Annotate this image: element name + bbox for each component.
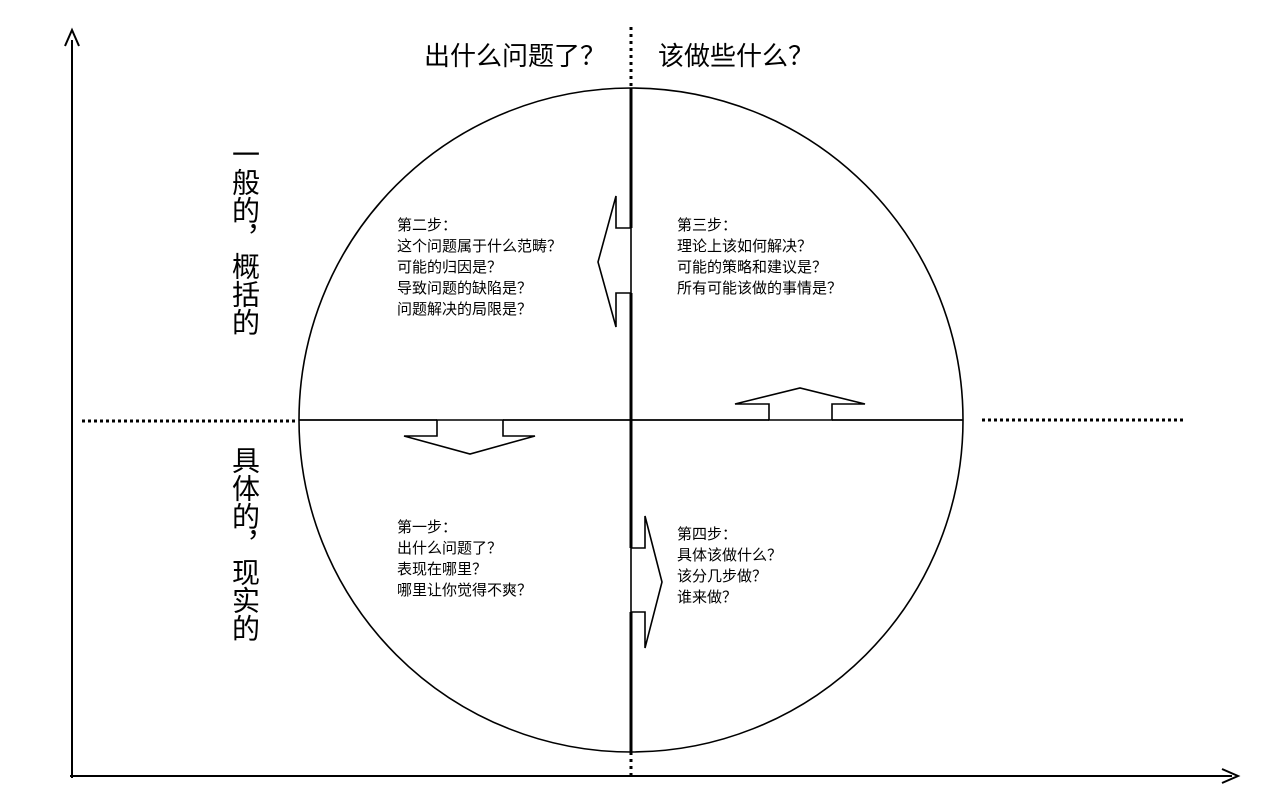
step2-line: 可能的归因是？ xyxy=(397,258,503,276)
step4-title: 第四步： xyxy=(677,525,738,543)
step2-title: 第二步： xyxy=(397,216,458,234)
arrow-up-to-step3 xyxy=(734,387,866,421)
step1-line: 哪里让你觉得不爽？ xyxy=(397,581,533,599)
step3-title: 第三步： xyxy=(677,216,738,234)
arrow-down-to-step1 xyxy=(403,419,536,455)
step2-line: 这个问题属于什么范畴？ xyxy=(397,237,563,255)
step1-line: 出什么问题了？ xyxy=(397,539,503,557)
step4-block: 第四步： 具体该做什么？ 该分几步做？ 谁来做？ xyxy=(677,524,782,608)
step3-line: 理论上该如何解决？ xyxy=(677,237,813,255)
step4-line: 谁来做？ xyxy=(677,588,738,606)
step2-block: 第二步： 这个问题属于什么范畴？ 可能的归因是？ 导致问题的缺陷是？ 问题解决的… xyxy=(397,215,562,320)
arrow-left-to-step2 xyxy=(597,195,632,328)
step1-title: 第一步： xyxy=(397,518,458,536)
side-label-general-abstract: 一般的，概括的 xyxy=(228,140,261,336)
step3-line: 可能的策略和建议是？ xyxy=(677,258,828,276)
step3-line: 所有可能该做的事情是？ xyxy=(677,279,843,297)
step2-line: 导致问题的缺陷是？ xyxy=(397,279,533,297)
step1-line: 表现在哪里？ xyxy=(397,560,488,578)
side-label-concrete-real: 具体的，现实的 xyxy=(228,446,261,642)
step1-block: 第一步： 出什么问题了？ 表现在哪里？ 哪里让你觉得不爽？ xyxy=(397,517,532,601)
y-axis-arrowhead xyxy=(64,27,80,47)
step3-block: 第三步： 理论上该如何解决？ 可能的策略和建议是？ 所有可能该做的事情是？ xyxy=(677,215,842,299)
header-what-to-do: 该做些什么？ xyxy=(658,42,815,72)
step4-line: 该分几步做？ xyxy=(677,567,768,585)
step2-line: 问题解决的局限是？ xyxy=(397,300,533,318)
arrow-right-to-step4 xyxy=(630,515,663,649)
x-axis-arrowhead xyxy=(1221,768,1241,784)
header-what-went-wrong: 出什么问题了？ xyxy=(424,42,607,72)
step4-line: 具体该做什么？ xyxy=(677,546,783,564)
